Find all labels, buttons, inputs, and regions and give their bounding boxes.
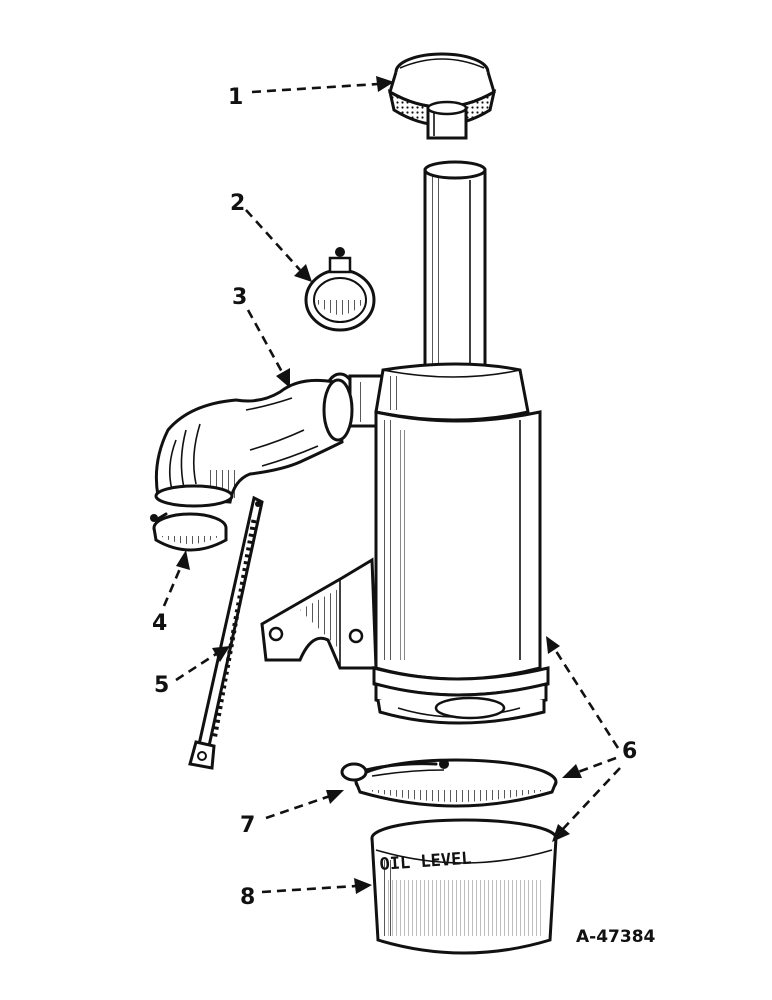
figure-id: A-47384 (576, 927, 656, 947)
support-strap-part (188, 495, 264, 770)
callout-8: 8 (240, 885, 255, 910)
cap-part (387, 52, 497, 140)
elbow-hose-part (154, 378, 354, 508)
callout-2: 2 (230, 191, 245, 216)
callout-3: 3 (232, 285, 247, 310)
cup-clamp-part (340, 758, 558, 808)
oil-cup-part: OIL LEVEL (370, 818, 558, 955)
callout-1: 1 (228, 85, 243, 110)
callout-4: 4 (152, 611, 167, 636)
callout-6: 6 (622, 739, 637, 764)
callout-7: 7 (240, 813, 255, 838)
leader-lines (162, 76, 621, 894)
callout-labels: 1 2 3 4 5 6 7 8 (152, 85, 637, 910)
callout-5: 5 (154, 673, 169, 698)
hose-clamp-part (304, 247, 376, 332)
lower-clamp-part (150, 512, 228, 552)
